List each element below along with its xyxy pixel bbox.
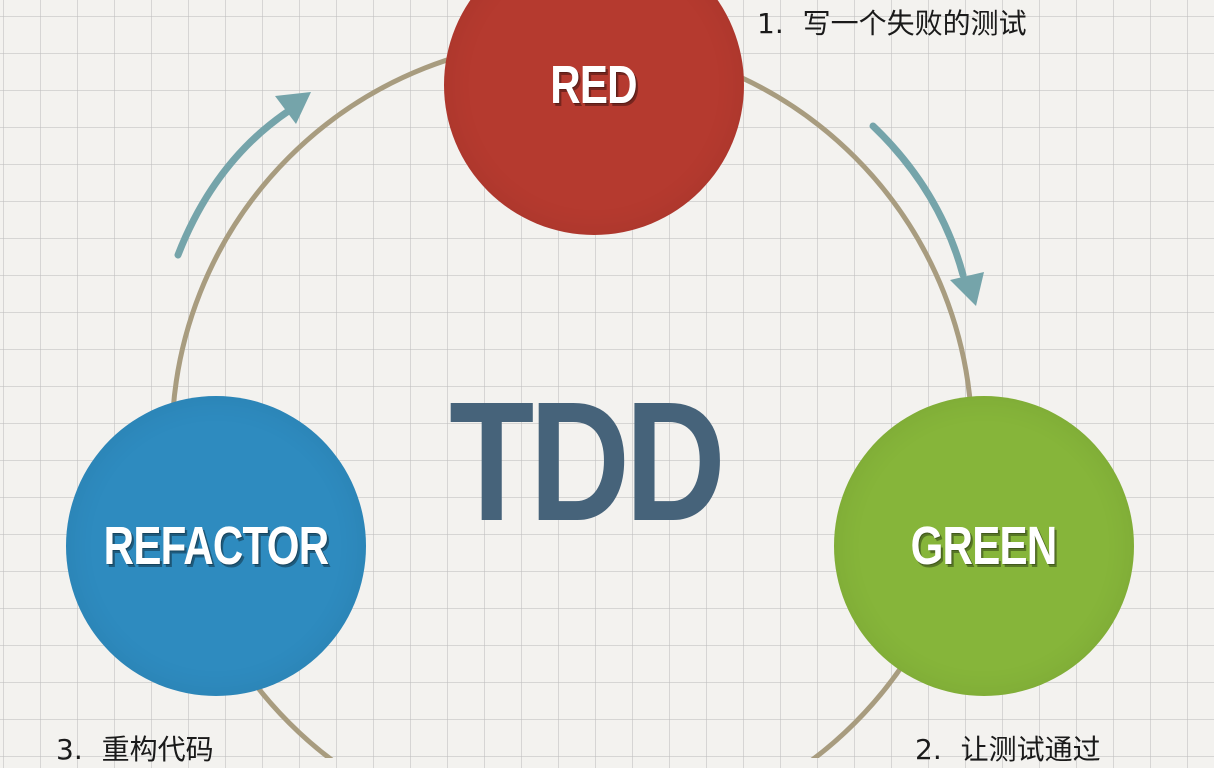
center-title-text: TDD bbox=[449, 367, 726, 557]
step-2: 2. 让测试通过 bbox=[915, 728, 1101, 768]
step-3: 3. 重构代码 bbox=[56, 728, 214, 768]
node-refactor: REFACTOR bbox=[66, 396, 366, 696]
arrow-refactor-to-red-icon bbox=[174, 92, 311, 259]
step-3-number: 3. bbox=[56, 733, 83, 766]
step-3-text: 重构代码 bbox=[101, 733, 214, 766]
step-1-number: 1. bbox=[757, 7, 784, 40]
step-1: 1. 写一个失败的测试 bbox=[757, 2, 1027, 42]
node-refactor-label: REFACTOR bbox=[103, 516, 329, 576]
step-2-number: 2. bbox=[915, 733, 942, 766]
node-green: GREEN bbox=[834, 396, 1134, 696]
node-green-label: GREEN bbox=[911, 516, 1058, 576]
step-2-text: 让测试通过 bbox=[960, 733, 1101, 766]
node-red: RED bbox=[444, 0, 744, 235]
center-title: TDD bbox=[449, 367, 726, 557]
step-1-text: 写一个失败的测试 bbox=[802, 7, 1027, 40]
node-red-label: RED bbox=[550, 55, 638, 115]
arrow-red-to-green-icon bbox=[869, 122, 984, 306]
